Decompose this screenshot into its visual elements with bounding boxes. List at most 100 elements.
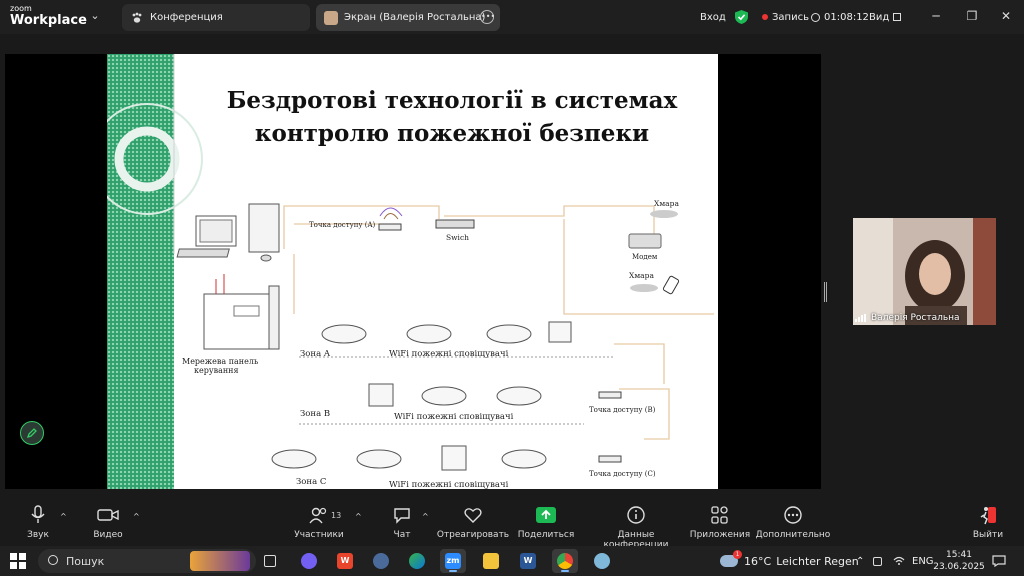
react-label: Отреагировать — [436, 530, 510, 540]
more-icon[interactable]: ••• — [480, 10, 495, 24]
audio-button[interactable]: Звук — [0, 504, 78, 540]
more-button[interactable]: Дополнительно — [753, 504, 833, 540]
restore-icon[interactable]: ❐ — [966, 9, 978, 23]
chat-options-chevron-icon[interactable]: ^ — [422, 512, 429, 521]
tab-meeting[interactable]: Конференция — [122, 4, 310, 31]
meeting-info-label: Данные конференции — [603, 530, 669, 550]
clock-icon — [811, 12, 820, 22]
meet-now-icon[interactable] — [873, 546, 882, 576]
tab-meeting-label: Конференция — [150, 12, 223, 23]
participant-video-tile[interactable]: Валерія Ростальна — [853, 218, 996, 325]
logo-line1: zoom — [10, 4, 32, 13]
label-panel-line1: Мережева панель — [182, 357, 259, 366]
meeting-info-button[interactable]: Данные конференции — [586, 504, 686, 550]
label-cloud-top: Хмара — [654, 199, 679, 208]
apps-icon — [680, 504, 760, 526]
word-icon[interactable]: W — [515, 549, 541, 573]
chevron-down-icon[interactable]: ⌄ — [90, 9, 100, 22]
info-icon — [586, 504, 686, 526]
presentation-slide: Бездротові технології в системах контрол… — [107, 54, 718, 489]
slide-title-line2: контролю пожежної безпеки — [254, 120, 650, 147]
viber-icon[interactable] — [296, 549, 322, 573]
participants-button[interactable]: Участники — [279, 504, 359, 540]
windows-start-icon[interactable] — [10, 553, 26, 569]
label-access-point-a: Точка доступу (A) — [309, 221, 376, 229]
view-layout-icon — [893, 13, 902, 21]
label-zone-a: Зона A — [300, 349, 331, 359]
computer-icon — [176, 203, 280, 262]
wps-office-icon[interactable]: W — [332, 549, 358, 573]
meeting-timer: 01:08:12 — [811, 0, 869, 34]
logo-line2: Workplace — [10, 13, 87, 28]
cloud-mid-icon — [630, 284, 658, 292]
share-button[interactable]: Поделиться — [506, 504, 586, 540]
edge-browser-icon[interactable] — [404, 549, 430, 573]
label-wifi-c: WiFi пожежні сповіщувачі — [389, 480, 509, 489]
tray-chevron-icon[interactable]: ⌃ — [856, 555, 865, 567]
weather-widget[interactable]: 1 16°C Leichter Regen — [720, 546, 859, 576]
zone-a-detectors — [321, 321, 572, 344]
access-point-a-icon — [378, 207, 403, 231]
label-wifi-a: WiFi пожежні сповіщувачі — [389, 349, 509, 359]
system-clock[interactable]: 15:41 23.06.2025 — [932, 549, 986, 573]
video-button[interactable]: Видео — [68, 504, 148, 540]
paw-icon — [130, 11, 144, 25]
search-icon — [48, 555, 58, 565]
weather-text: Leichter Regen — [776, 554, 859, 568]
recording-indicator[interactable]: Запись — [762, 0, 809, 34]
view-button[interactable]: Вид — [869, 0, 902, 34]
language-label: ENG — [912, 555, 934, 567]
chat-button[interactable]: Чат — [362, 504, 442, 540]
access-point-c-icon — [598, 455, 622, 463]
meeting-toolbar: Звук ^ Видео ^ Участники 13 ^ Чат ^ — [0, 496, 1024, 550]
slide-title-line1: Бездротові технології в системах — [226, 87, 678, 114]
file-explorer-icon[interactable] — [478, 549, 504, 573]
more-dots-icon — [753, 504, 833, 526]
apps-label: Приложения — [689, 530, 751, 540]
app-cloud-icon[interactable] — [368, 549, 394, 573]
label-switch: Swich — [446, 233, 469, 242]
close-icon[interactable]: ✕ — [1000, 9, 1012, 23]
audio-options-chevron-icon[interactable]: ^ — [60, 512, 67, 521]
leave-label: Выйти — [972, 530, 1004, 540]
participants-options-chevron-icon[interactable]: ^ — [355, 512, 362, 521]
clock-date: 23.06.2025 — [933, 562, 985, 572]
tab-screen-share[interactable]: Экран (Валерія Ростальна) ••• — [316, 4, 500, 31]
annotate-button[interactable] — [20, 421, 44, 445]
modem-icon — [628, 233, 662, 249]
panel-resize-handle[interactable] — [824, 282, 827, 302]
cloud-top-icon — [650, 210, 678, 218]
task-view-icon[interactable] — [257, 549, 283, 573]
leave-button[interactable]: Выйти — [948, 504, 1024, 540]
more-label: Дополнительно — [755, 530, 831, 540]
chrome-icon[interactable] — [552, 549, 578, 573]
participant-name-label: Валерія Ростальна — [855, 313, 960, 323]
participants-label: Участники — [294, 530, 344, 540]
label-modem: Модем — [632, 253, 658, 261]
share-screen-icon — [506, 504, 586, 526]
label-zone-b: Зона B — [300, 409, 330, 419]
minimize-icon[interactable]: ─ — [932, 9, 940, 23]
slide-decor-strip — [107, 54, 174, 489]
wifi-icon[interactable] — [893, 546, 905, 576]
apps-button[interactable]: Приложения — [680, 504, 760, 540]
notifications-icon[interactable] — [992, 546, 1006, 576]
title-bar: zoom Workplace ⌄ Конференция Экран (Вале… — [0, 0, 1024, 34]
zoom-workplace-logo[interactable]: zoom Workplace — [10, 4, 87, 28]
participant-name: Валерія Ростальна — [871, 313, 960, 323]
participants-count: 13 — [331, 511, 342, 520]
taskbar-search[interactable]: Пошук — [38, 549, 256, 573]
video-options-chevron-icon[interactable]: ^ — [133, 512, 140, 521]
tab-screen-share-label: Экран (Валерія Ростальна) — [344, 12, 486, 23]
security-shield-icon[interactable] — [735, 0, 748, 34]
zoom-taskbar-icon[interactable]: zm — [440, 549, 466, 573]
zone-dividers — [299, 356, 614, 425]
signal-bars-icon — [855, 314, 867, 322]
slide-decor-rings — [107, 54, 203, 254]
clock-time: 15:41 — [946, 550, 972, 560]
signin-button[interactable]: Вход — [700, 0, 726, 34]
react-button[interactable]: Отреагировать — [433, 504, 513, 540]
paint-icon[interactable] — [589, 549, 615, 573]
language-indicator[interactable]: ENG — [912, 546, 934, 576]
